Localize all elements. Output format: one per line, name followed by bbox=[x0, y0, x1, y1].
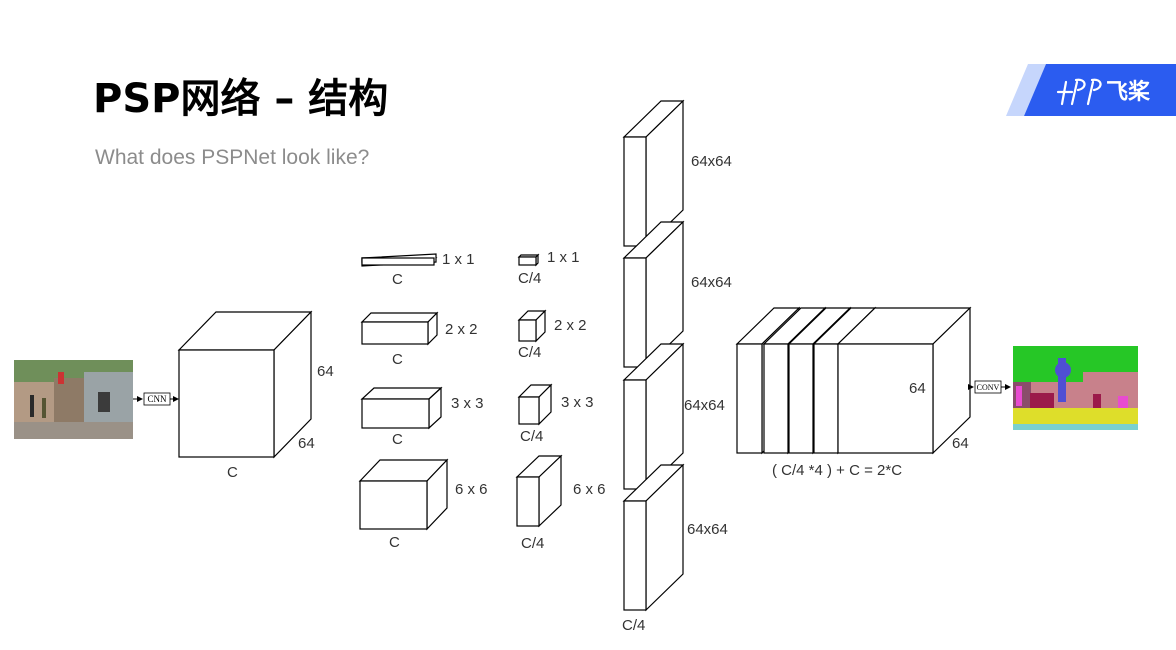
backbone-feature-map bbox=[177, 310, 313, 459]
pool-bin-6-size: 6 x 6 bbox=[455, 481, 488, 498]
upsampled-map-3-size: 64x64 bbox=[684, 397, 725, 414]
upsampled-map-2-size: 64x64 bbox=[691, 274, 732, 291]
cnn-label: CNN bbox=[147, 394, 167, 404]
pool-bin-1-size: 1 x 1 bbox=[442, 251, 475, 268]
slide-subtitle: What does PSPNet look like? bbox=[95, 146, 370, 169]
pool-bin-3-size: 3 x 3 bbox=[451, 395, 484, 412]
pool-bin-2-channels: C bbox=[392, 351, 403, 368]
street-scene-photo bbox=[14, 360, 133, 439]
pool-bin-2 bbox=[360, 311, 439, 346]
slide-title: PSP网络 – 结构 bbox=[93, 76, 389, 122]
paddlepaddle-logo-icon bbox=[1056, 78, 1102, 106]
segmentation-map bbox=[1013, 346, 1138, 430]
pool-bin-6-channels: C bbox=[389, 534, 400, 551]
pool-bin-1-channels: C bbox=[392, 271, 403, 288]
pool-bin-3-channels: C bbox=[392, 431, 403, 448]
concat-width-label: 64 bbox=[952, 435, 969, 452]
paddlepaddle-logo bbox=[1006, 64, 1176, 116]
logo-light-band bbox=[1006, 64, 1046, 116]
upsampled-map-2 bbox=[622, 220, 685, 369]
pool-bin-3 bbox=[360, 386, 443, 430]
upsampled-map-3 bbox=[622, 342, 685, 491]
reduced-bin-1-channels: C/4 bbox=[518, 270, 541, 287]
reduced-bin-6-channels: C/4 bbox=[521, 535, 544, 552]
reduced-bin-3-size: 3 x 3 bbox=[561, 394, 594, 411]
backbone-height-label: 64 bbox=[317, 363, 334, 380]
pool-bin-2-size: 2 x 2 bbox=[445, 321, 478, 338]
upsampled-map-1 bbox=[622, 99, 685, 248]
upsampled-map-4-size: 64x64 bbox=[687, 521, 728, 538]
concat-formula: ( C/4 *4 ) + C = 2*C bbox=[772, 462, 902, 479]
upsampled-map-1-size: 64x64 bbox=[691, 153, 732, 170]
reduced-bin-1-size: 1 x 1 bbox=[547, 249, 580, 266]
logo-text: 飞桨 bbox=[1106, 80, 1151, 105]
reduced-bin-6 bbox=[515, 454, 563, 528]
conv-label: CONV bbox=[977, 383, 1000, 392]
pool-bin-1 bbox=[361, 253, 438, 267]
pool-bin-6 bbox=[358, 458, 449, 531]
backbone-depth-label: C bbox=[227, 464, 238, 481]
reduced-bin-2-size: 2 x 2 bbox=[554, 317, 587, 334]
upsampled-channels-label: C/4 bbox=[622, 617, 645, 634]
concat-height-label: 64 bbox=[909, 380, 926, 397]
reduced-bin-2-channels: C/4 bbox=[518, 344, 541, 361]
reduced-bin-3 bbox=[517, 383, 553, 426]
reduced-bin-6-size: 6 x 6 bbox=[573, 481, 606, 498]
backbone-width-label: 64 bbox=[298, 435, 315, 452]
concat-feature-map bbox=[735, 306, 972, 455]
reduced-bin-3-channels: C/4 bbox=[520, 428, 543, 445]
reduced-bin-2 bbox=[517, 309, 547, 343]
reduced-bin-1 bbox=[517, 253, 540, 267]
upsampled-map-4 bbox=[622, 463, 685, 612]
